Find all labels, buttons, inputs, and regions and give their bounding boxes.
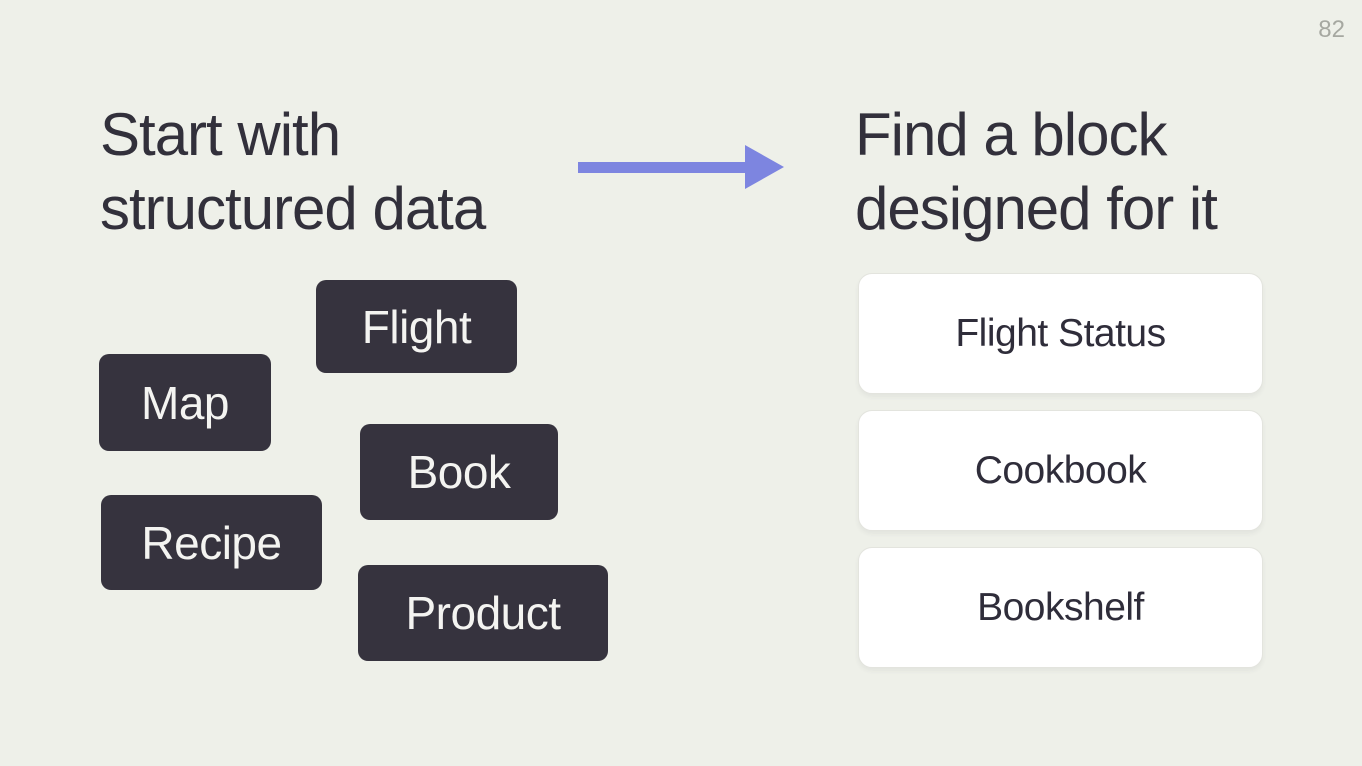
card-cookbook: Cookbook [858,410,1263,531]
arrow-right-icon [578,145,784,189]
chip-book: Book [360,424,558,520]
card-flight-status: Flight Status [858,273,1263,394]
page-number: 82 [1318,16,1345,43]
chip-flight: Flight [316,280,517,373]
right-heading: Find a block designed for it [855,101,1218,242]
left-heading: Start with structured data [100,101,486,242]
chip-recipe: Recipe [101,495,322,590]
chip-map: Map [99,354,271,451]
card-bookshelf: Bookshelf [858,547,1263,668]
chip-product: Product [358,565,608,661]
